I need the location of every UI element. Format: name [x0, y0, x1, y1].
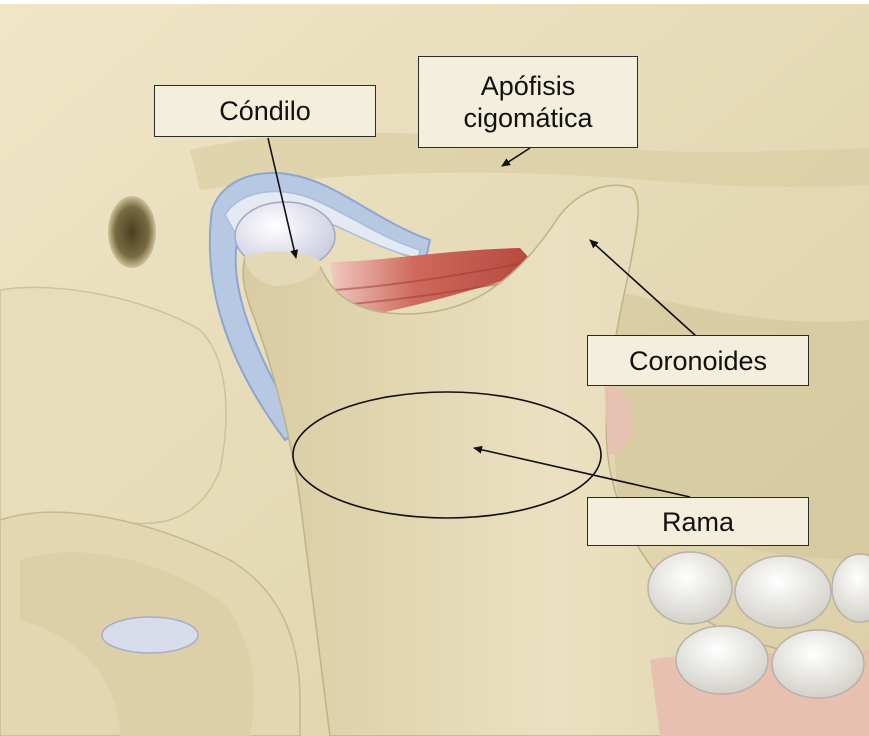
background-edge — [0, 0, 869, 4]
upper-tooth — [735, 556, 831, 628]
coronoides-label: Coronoides — [587, 335, 809, 386]
rama-label: Rama — [587, 497, 809, 546]
apofisis-label-line1: Apófisis — [481, 70, 576, 102]
condilo-label-text: Cóndilo — [219, 95, 311, 127]
ear-canal-opening — [108, 196, 156, 268]
molar-teeth — [648, 552, 869, 736]
condilo-label: Cóndilo — [154, 85, 376, 137]
cervical-disc — [102, 617, 198, 653]
apofisis-label-line2: cigomática — [463, 102, 592, 134]
lower-tooth — [772, 630, 864, 698]
apofisis-cigomatica-label: Apófisis cigomática — [418, 56, 638, 148]
lower-tooth — [676, 626, 768, 694]
coronoides-label-text: Coronoides — [629, 345, 767, 377]
rama-label-text: Rama — [662, 506, 734, 538]
upper-tooth — [648, 552, 732, 624]
